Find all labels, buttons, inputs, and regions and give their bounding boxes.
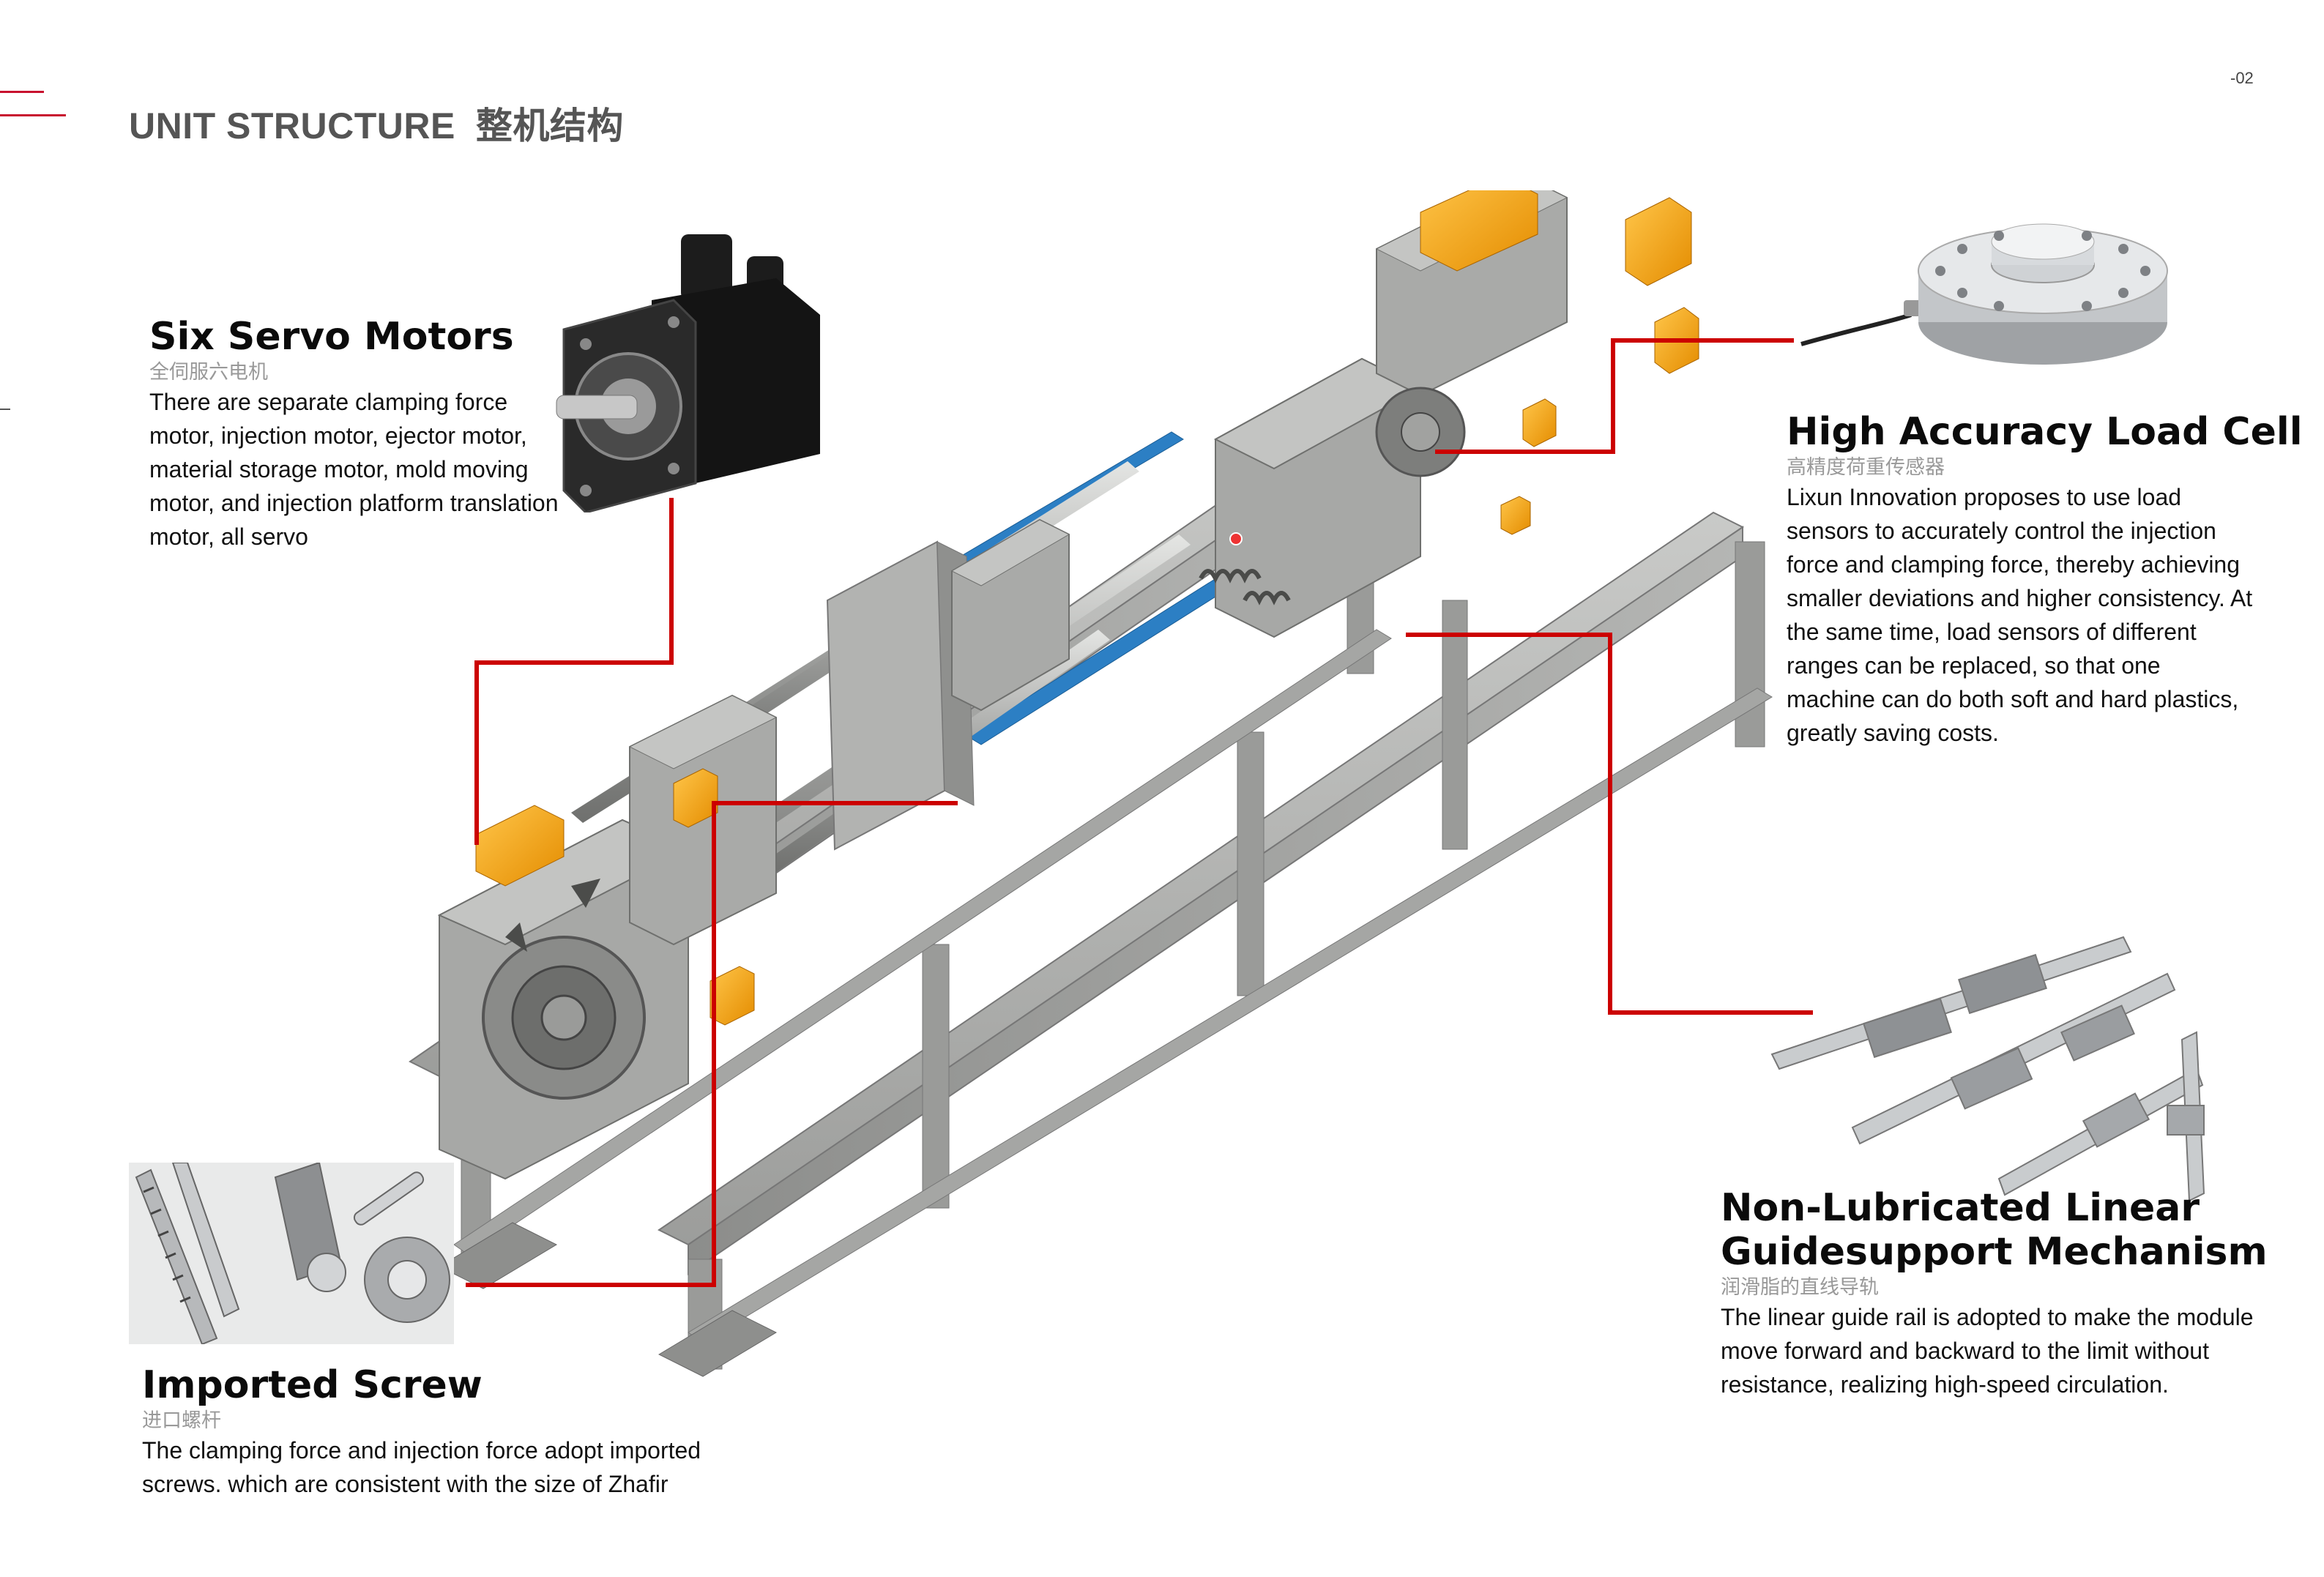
imported-screw-image (129, 1163, 454, 1344)
feature-screw-subtitle: 进口螺杆 (142, 1409, 221, 1431)
feature-load-cell-subtitle: 高精度荷重传感器 (1787, 456, 1945, 478)
header-accent-line-bottom (0, 114, 66, 116)
feature-load-cell-description: Lixun Innovation proposes to use load se… (1787, 484, 2253, 746)
feature-servo-title: Six Servo Motors (149, 315, 514, 359)
feature-servo-description: There are separate clamping force motor,… (149, 389, 559, 550)
servo-connector-h (474, 660, 674, 665)
feature-screw-title: Imported Screw (142, 1363, 483, 1407)
feature-linear-guide-subtitle: 润滑脂的直线导轨 (1721, 1276, 1879, 1298)
feature-load-cell: High Accuracy Load Cell 高精度荷重传感器 Lixun I… (1787, 410, 2303, 750)
loadcell-connector-h1 (1611, 338, 1794, 343)
screw-connector-v (712, 801, 716, 1287)
servo-connector-v2 (474, 660, 479, 845)
servo-motor-image (556, 234, 820, 512)
loadcell-connector-h2 (1435, 450, 1615, 454)
servo-connector-v1 (669, 498, 674, 663)
feature-servo: Six Servo Motors 全伺服六电机 There are separa… (149, 315, 559, 553)
screw-connector-h2 (466, 1283, 716, 1287)
feature-screw: Imported Screw 进口螺杆 The clamping force a… (142, 1363, 786, 1501)
injection-machine-illustration (409, 190, 1773, 1377)
feature-linear-guide-title: Non-Lubricated Linear Guidesupport Mecha… (1721, 1186, 2268, 1274)
page-title: UNIT STRUCTURE 整机结构 (129, 97, 624, 149)
header-accent-line-top (0, 91, 44, 93)
screw-connector-h1 (712, 801, 958, 805)
guide-connector-h2 (1608, 1010, 1813, 1015)
injection-unit (1199, 190, 1568, 638)
clamping-unit (437, 819, 690, 1180)
loadcell-connector-v (1611, 338, 1615, 454)
feature-linear-guide-description: The linear guide rail is adopted to make… (1721, 1304, 2254, 1398)
page-number: -02 (2230, 69, 2254, 87)
feature-servo-subtitle: 全伺服六电机 (149, 361, 268, 383)
linear-guide-image (1770, 936, 2205, 1202)
feature-load-cell-title: High Accuracy Load Cell (1787, 410, 2303, 454)
load-cell-image (1800, 223, 2168, 365)
page-title-zh: 整机结构 (475, 105, 624, 146)
page-title-en: UNIT STRUCTURE (129, 105, 455, 146)
feature-linear-guide: Non-Lubricated Linear Guidesupport Mecha… (1721, 1186, 2277, 1401)
side-tick-mark (0, 409, 10, 410)
guide-connector-h1 (1406, 633, 1612, 637)
feature-screw-description: The clamping force and injection force a… (142, 1437, 701, 1497)
guide-connector-v (1608, 633, 1612, 1013)
